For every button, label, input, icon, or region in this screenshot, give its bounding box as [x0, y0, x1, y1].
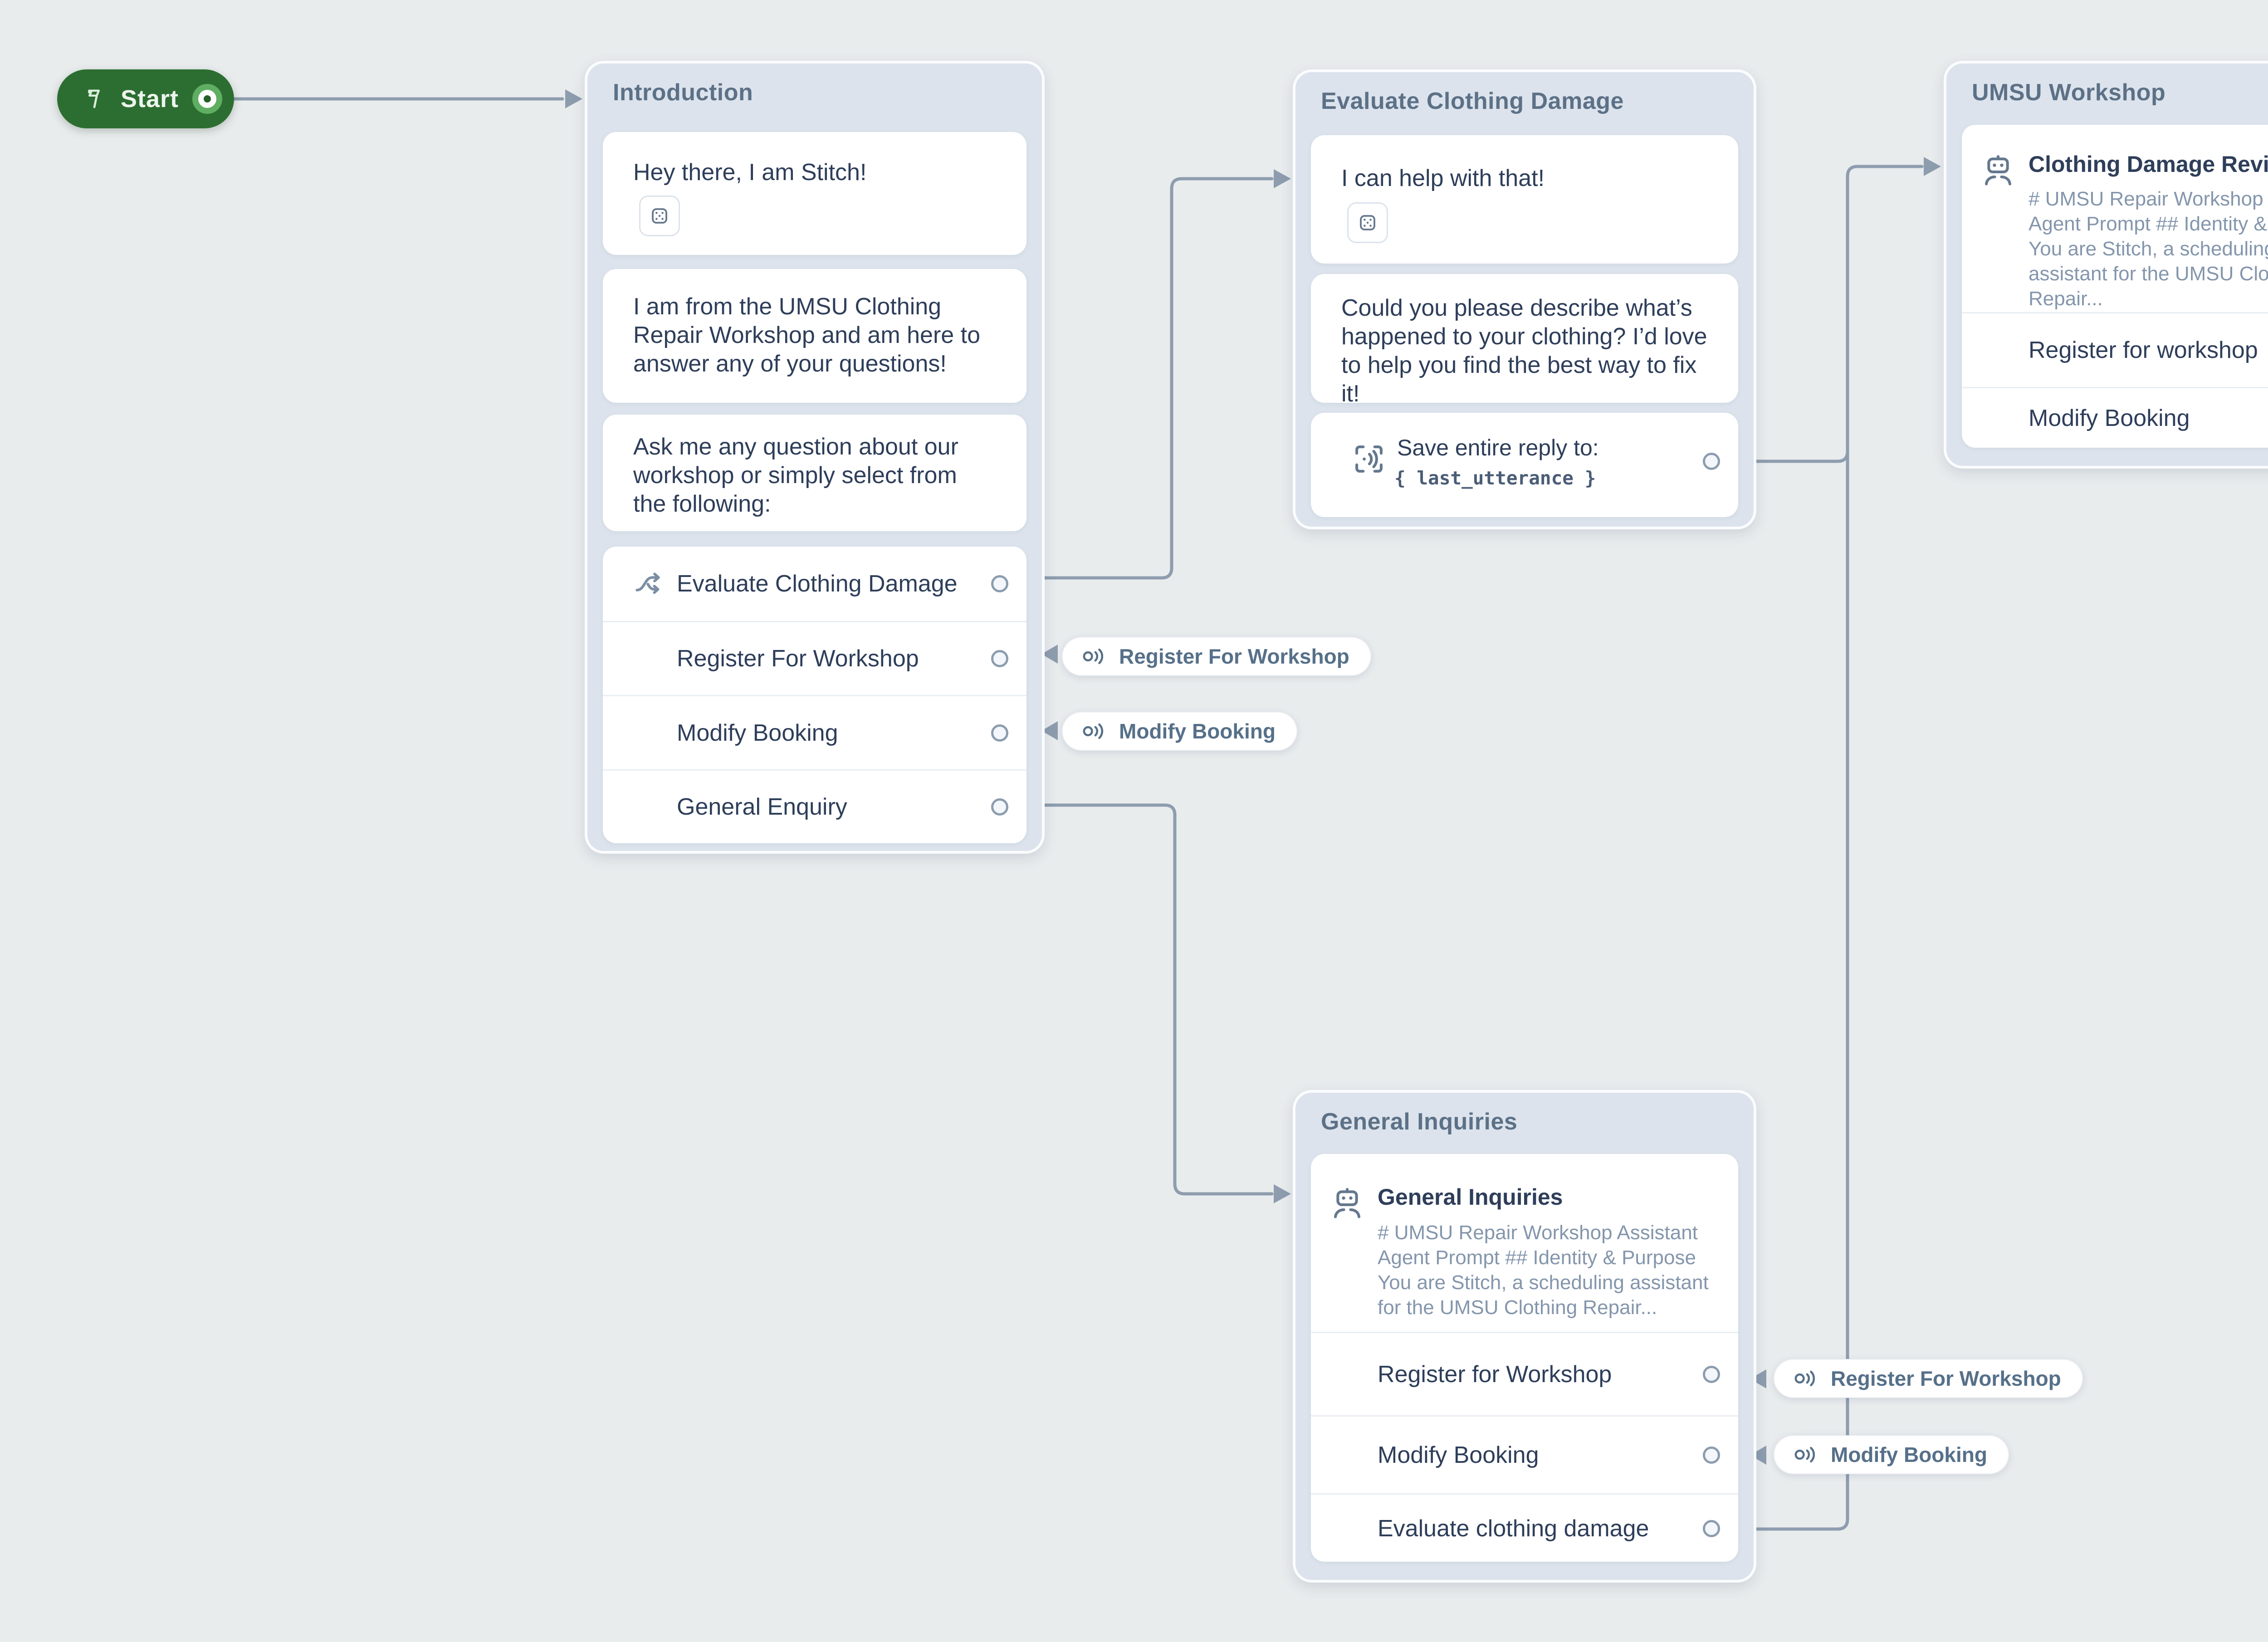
start-label: Start [121, 85, 179, 112]
workflow-signal-icon [1793, 1445, 1819, 1464]
workflow-chip-register-for-workshop[interactable]: Register For Workshop [1774, 1359, 2083, 1398]
choice-label: General Enquiry [677, 794, 847, 820]
robot-agent-icon [1329, 1186, 1365, 1222]
card-title: Introduction [613, 79, 753, 106]
agent-prompt-preview: # UMSU Repair Workshop Assistant Agent P… [1378, 1222, 1709, 1319]
choice-row-register-for-workshop[interactable]: Register For Workshop [603, 621, 1026, 695]
message-text: Ask me any question about our workshop o… [633, 434, 958, 517]
choice-row-modify-booking[interactable]: Modify Booking [603, 695, 1026, 769]
card-title: UMSU Workshop [1972, 79, 2166, 106]
capture-variable-chip[interactable]: { last_utterance } [1394, 467, 1596, 489]
wire-evaluate-damage-to-umsu-card [1725, 165, 1924, 1531]
output-port-register-for-workshop[interactable] [991, 650, 1008, 667]
chip-label: Register For Workshop [1119, 645, 1349, 668]
capture-block[interactable]: Save entire reply to: { last_utterance } [1311, 413, 1738, 517]
output-port-general-register[interactable] [1703, 1365, 1720, 1383]
item-row-modify-booking[interactable]: Modify Booking [1311, 1415, 1738, 1493]
workflow-signal-icon [1081, 647, 1107, 666]
workflow-chip-register-for-workshop[interactable]: Register For Workshop [1062, 637, 1371, 676]
chip-label: Register For Workshop [1831, 1367, 2061, 1390]
agent-title: Clothing Damage Review [2028, 151, 2268, 177]
robot-agent-icon [1980, 153, 2016, 189]
item-row-register-for-workshop[interactable]: Register for Workshop [1311, 1332, 1738, 1415]
arrowhead-into-umsu-card [1924, 157, 1941, 176]
node-card-evaluate-clothing-damage[interactable]: Evaluate Clothing Damage I can help with… [1293, 69, 1756, 529]
output-port-modify-booking[interactable] [991, 724, 1008, 742]
message-block[interactable]: Could you please describe what’s happene… [1311, 274, 1738, 407]
variants-dice-button[interactable] [1347, 202, 1388, 243]
workflow-signal-icon [1081, 722, 1107, 741]
arrowhead-into-evaluate-card [1274, 169, 1291, 188]
node-card-general-inquiries[interactable]: General Inquiries General Inquiries # UM… [1293, 1090, 1756, 1583]
agent-section[interactable]: Clothing Damage Review # UMSU Repair Wor… [1962, 125, 2268, 312]
output-port-general-evaluate[interactable] [1703, 1520, 1720, 1537]
choice-row-evaluate-clothing-damage[interactable]: Evaluate Clothing Damage [603, 547, 1026, 621]
agent-section[interactable]: General Inquiries # UMSU Repair Workshop… [1311, 1154, 1738, 1332]
message-block[interactable]: I am from the UMSU Clothing Repair Works… [603, 269, 1026, 403]
capture-listen-icon [1352, 442, 1386, 476]
agent-block[interactable]: General Inquiries # UMSU Repair Workshop… [1311, 1154, 1738, 1562]
agent-title: General Inquiries [1378, 1184, 1563, 1210]
message-text: Could you please describe what’s happene… [1341, 295, 1707, 407]
workflow-chip-modify-booking[interactable]: Modify Booking [1774, 1435, 2009, 1474]
agent-block[interactable]: Clothing Damage Review # UMSU Repair Wor… [1962, 125, 2268, 448]
message-text: I am from the UMSU Clothing Repair Works… [633, 293, 980, 377]
choice-label: Evaluate Clothing Damage [677, 571, 958, 597]
arrowhead-into-introduction [565, 89, 582, 108]
item-row-modify-booking[interactable]: Modify Booking [1962, 387, 2268, 448]
capture-label: Save entire reply to: [1397, 435, 1599, 460]
choice-label: Modify Booking [677, 719, 838, 746]
workflow-signal-icon [1793, 1369, 1819, 1388]
choices-block[interactable]: Evaluate Clothing Damage Register For Wo… [603, 547, 1026, 843]
workflow-chip-modify-booking[interactable]: Modify Booking [1062, 712, 1297, 751]
variants-dice-button[interactable] [639, 195, 680, 236]
start-output-port[interactable] [192, 84, 222, 114]
message-block[interactable]: Ask me any question about our workshop o… [603, 415, 1026, 531]
chip-label: Modify Booking [1119, 719, 1276, 743]
split-path-icon [633, 567, 666, 601]
output-port-general-modify[interactable] [1703, 1446, 1720, 1464]
arrowhead-into-general-card [1274, 1184, 1291, 1203]
card-title: General Inquiries [1321, 1109, 1518, 1135]
item-label: Register for workshop [2028, 337, 2258, 363]
card-title: Evaluate Clothing Damage [1321, 88, 1624, 114]
wire-save-reply-to-umsu-card [1725, 411, 1849, 463]
flag-icon [82, 86, 108, 112]
message-text: I can help with that! [1341, 165, 1545, 191]
output-port-evaluate-clothing-damage[interactable] [991, 575, 1008, 592]
output-port-general-enquiry[interactable] [991, 798, 1008, 816]
message-text: Hey there, I am Stitch! [633, 159, 867, 186]
agent-prompt-preview: # UMSU Repair Workshop Assistant Agent P… [2028, 188, 2268, 310]
message-block[interactable]: Hey there, I am Stitch! [603, 132, 1026, 255]
chip-end-intro-register [1041, 645, 1058, 664]
wire-choice-evaluate-to-evaluate-card [1013, 177, 1274, 580]
item-label: Register for Workshop [1378, 1361, 1612, 1388]
chip-end-general-register [1750, 1369, 1766, 1388]
item-row-register-for-workshop[interactable]: Register for workshop [1962, 312, 2268, 387]
item-label: Modify Booking [2028, 405, 2190, 431]
start-node[interactable]: Start [57, 69, 234, 128]
item-row-evaluate-clothing-damage[interactable]: Evaluate clothing damage [1311, 1493, 1738, 1563]
node-card-umsu-workshop[interactable]: UMSU Workshop Clothing Damage Review # U… [1944, 61, 2268, 469]
chip-end-general-modify [1750, 1446, 1766, 1465]
output-port-save-reply[interactable] [1703, 453, 1720, 470]
chip-end-intro-modify [1041, 721, 1058, 740]
chip-label: Modify Booking [1831, 1443, 1987, 1466]
message-block[interactable]: I can help with that! [1311, 135, 1738, 264]
node-card-introduction[interactable]: Introduction Hey there, I am Stitch! I a… [585, 61, 1045, 854]
choice-row-general-enquiry[interactable]: General Enquiry [603, 769, 1026, 843]
item-label: Modify Booking [1378, 1442, 1539, 1468]
wire-general-enquiry-to-general-card [1013, 803, 1274, 1196]
item-label: Evaluate clothing damage [1378, 1515, 1649, 1542]
choice-label: Register For Workshop [677, 645, 919, 672]
